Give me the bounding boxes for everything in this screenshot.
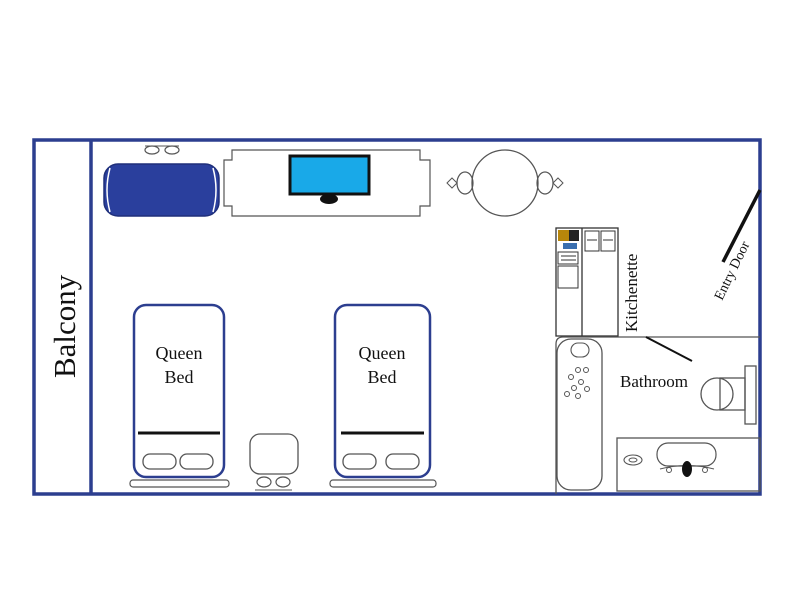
stove-icon <box>557 230 579 289</box>
bathroom-area <box>555 336 760 494</box>
sink-icon <box>584 230 616 252</box>
kitchenette-block <box>555 227 619 337</box>
vanity-counter <box>556 338 603 491</box>
balcony-label: Balcony <box>47 274 82 378</box>
lamp-icon <box>144 145 180 155</box>
bed-icon <box>329 303 437 488</box>
round-table-icon <box>446 149 564 217</box>
bed-1-label-line2: Bed <box>165 367 194 387</box>
bed-2-label-line1: Queen <box>359 343 406 363</box>
kitchenette-label: Kitchenette <box>622 254 641 332</box>
door-icon <box>721 189 762 263</box>
nightstand-icon <box>249 433 299 491</box>
bathtub-icon <box>616 437 761 492</box>
bed-icon <box>129 303 230 488</box>
bathroom-label: Bathroom <box>620 372 688 391</box>
bed-1-label-line1: Queen <box>156 343 203 363</box>
outer-wall <box>32 138 762 496</box>
toilet-icon <box>700 365 757 425</box>
television-icon <box>288 154 371 204</box>
entry-door-label: Entry Door <box>712 239 753 303</box>
sofa-icon <box>103 145 220 217</box>
bed-2-label-line2: Bed <box>368 367 397 387</box>
tv-console <box>223 149 431 217</box>
